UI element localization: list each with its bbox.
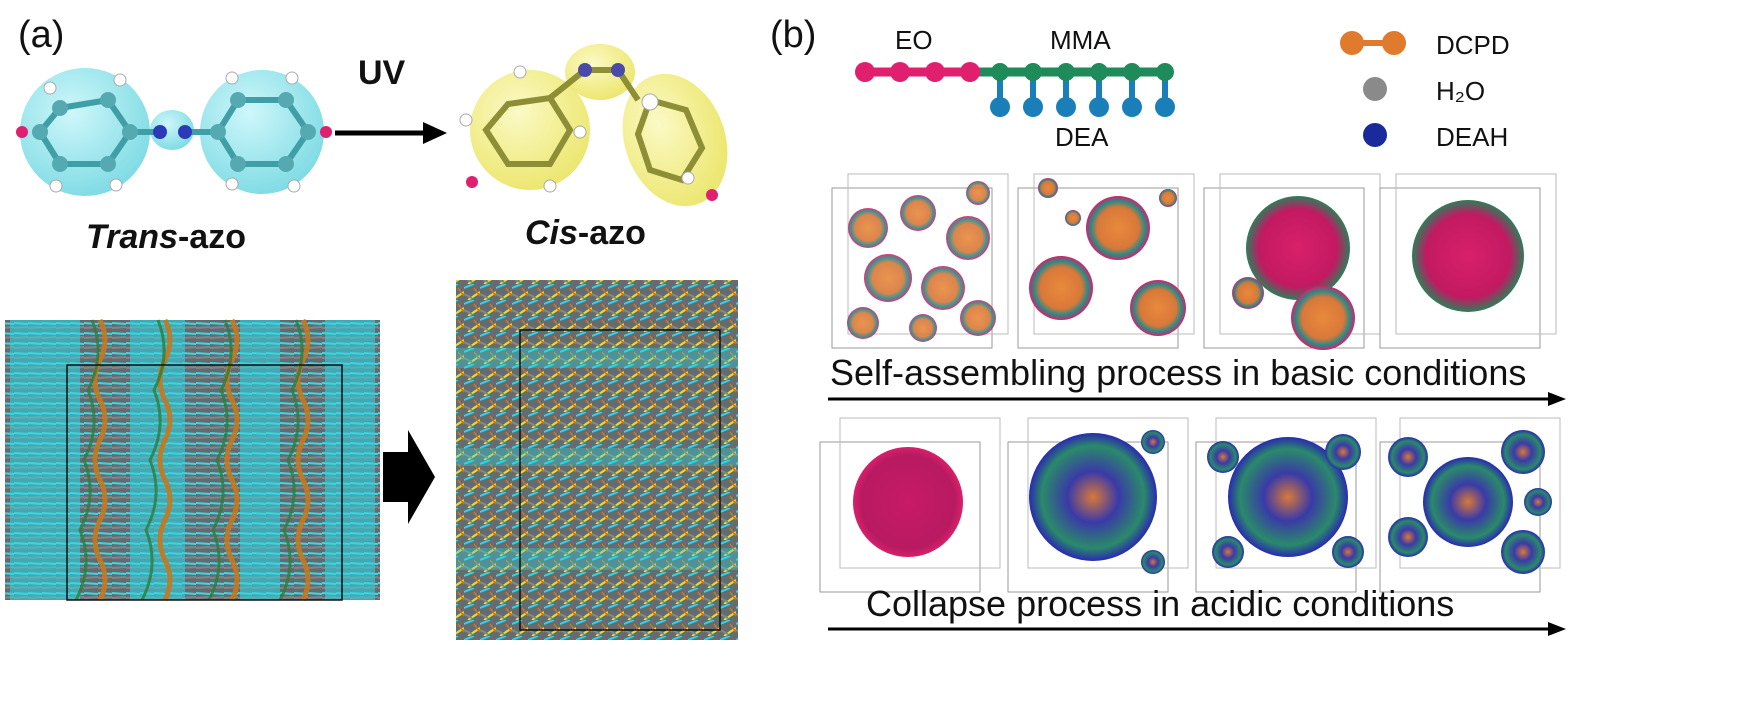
dea-label: DEA: [1055, 122, 1109, 152]
uv-label: UV: [358, 54, 406, 92]
legend-h2o-label: H₂O: [1436, 76, 1486, 106]
legend-deah-icon: [1363, 123, 1387, 147]
snapshot-3: [1203, 173, 1381, 350]
snapshot-4: [1379, 173, 1557, 349]
snapshot-6: [1007, 417, 1189, 593]
process-acidic-label: Collapse process in acidic conditions: [866, 583, 1455, 624]
trans-prefix: Trans: [86, 218, 178, 256]
snapshot-1: [831, 173, 1009, 349]
trans-azo-molecule: [16, 68, 332, 196]
panel-b-label: (b): [770, 14, 817, 56]
snapshot-8: [1379, 417, 1561, 593]
collapse-snapshots: [819, 417, 1561, 593]
uv-arrow: [335, 122, 447, 144]
snapshot-5: [819, 417, 1001, 593]
self-assembly-snapshots: [831, 173, 1557, 350]
legend-dcpd-icon: [1340, 31, 1406, 55]
cis-azo-label: Cis-azo: [525, 214, 646, 253]
trans-suffix: -azo: [177, 218, 246, 256]
legend-dcpd-label: DCPD: [1436, 30, 1510, 60]
process-basic-label: Self-assembling process in basic conditi…: [830, 352, 1527, 393]
panel-a-label: (a): [18, 14, 65, 56]
process-acidic-arrow: [828, 622, 1566, 636]
mma-label: MMA: [1050, 25, 1111, 55]
process-basic-arrow: [828, 392, 1566, 406]
cis-prefix: Cis: [525, 214, 578, 252]
eo-label: EO: [895, 25, 933, 55]
trans-azo-label: Trans-azo: [86, 218, 246, 257]
legend-h2o-icon: [1363, 77, 1387, 101]
legend-deah-label: DEAH: [1436, 122, 1509, 152]
cis-azo-simulation-box: [456, 280, 738, 640]
cis-azo-molecule: [459, 44, 728, 207]
polymer-chain-diagram: [855, 62, 1175, 117]
snapshot-7: [1195, 417, 1377, 593]
trans-azo-simulation-box: [5, 318, 380, 602]
cis-suffix: -azo: [577, 214, 646, 252]
transition-arrow: [383, 430, 435, 524]
snapshot-2: [1017, 173, 1195, 349]
